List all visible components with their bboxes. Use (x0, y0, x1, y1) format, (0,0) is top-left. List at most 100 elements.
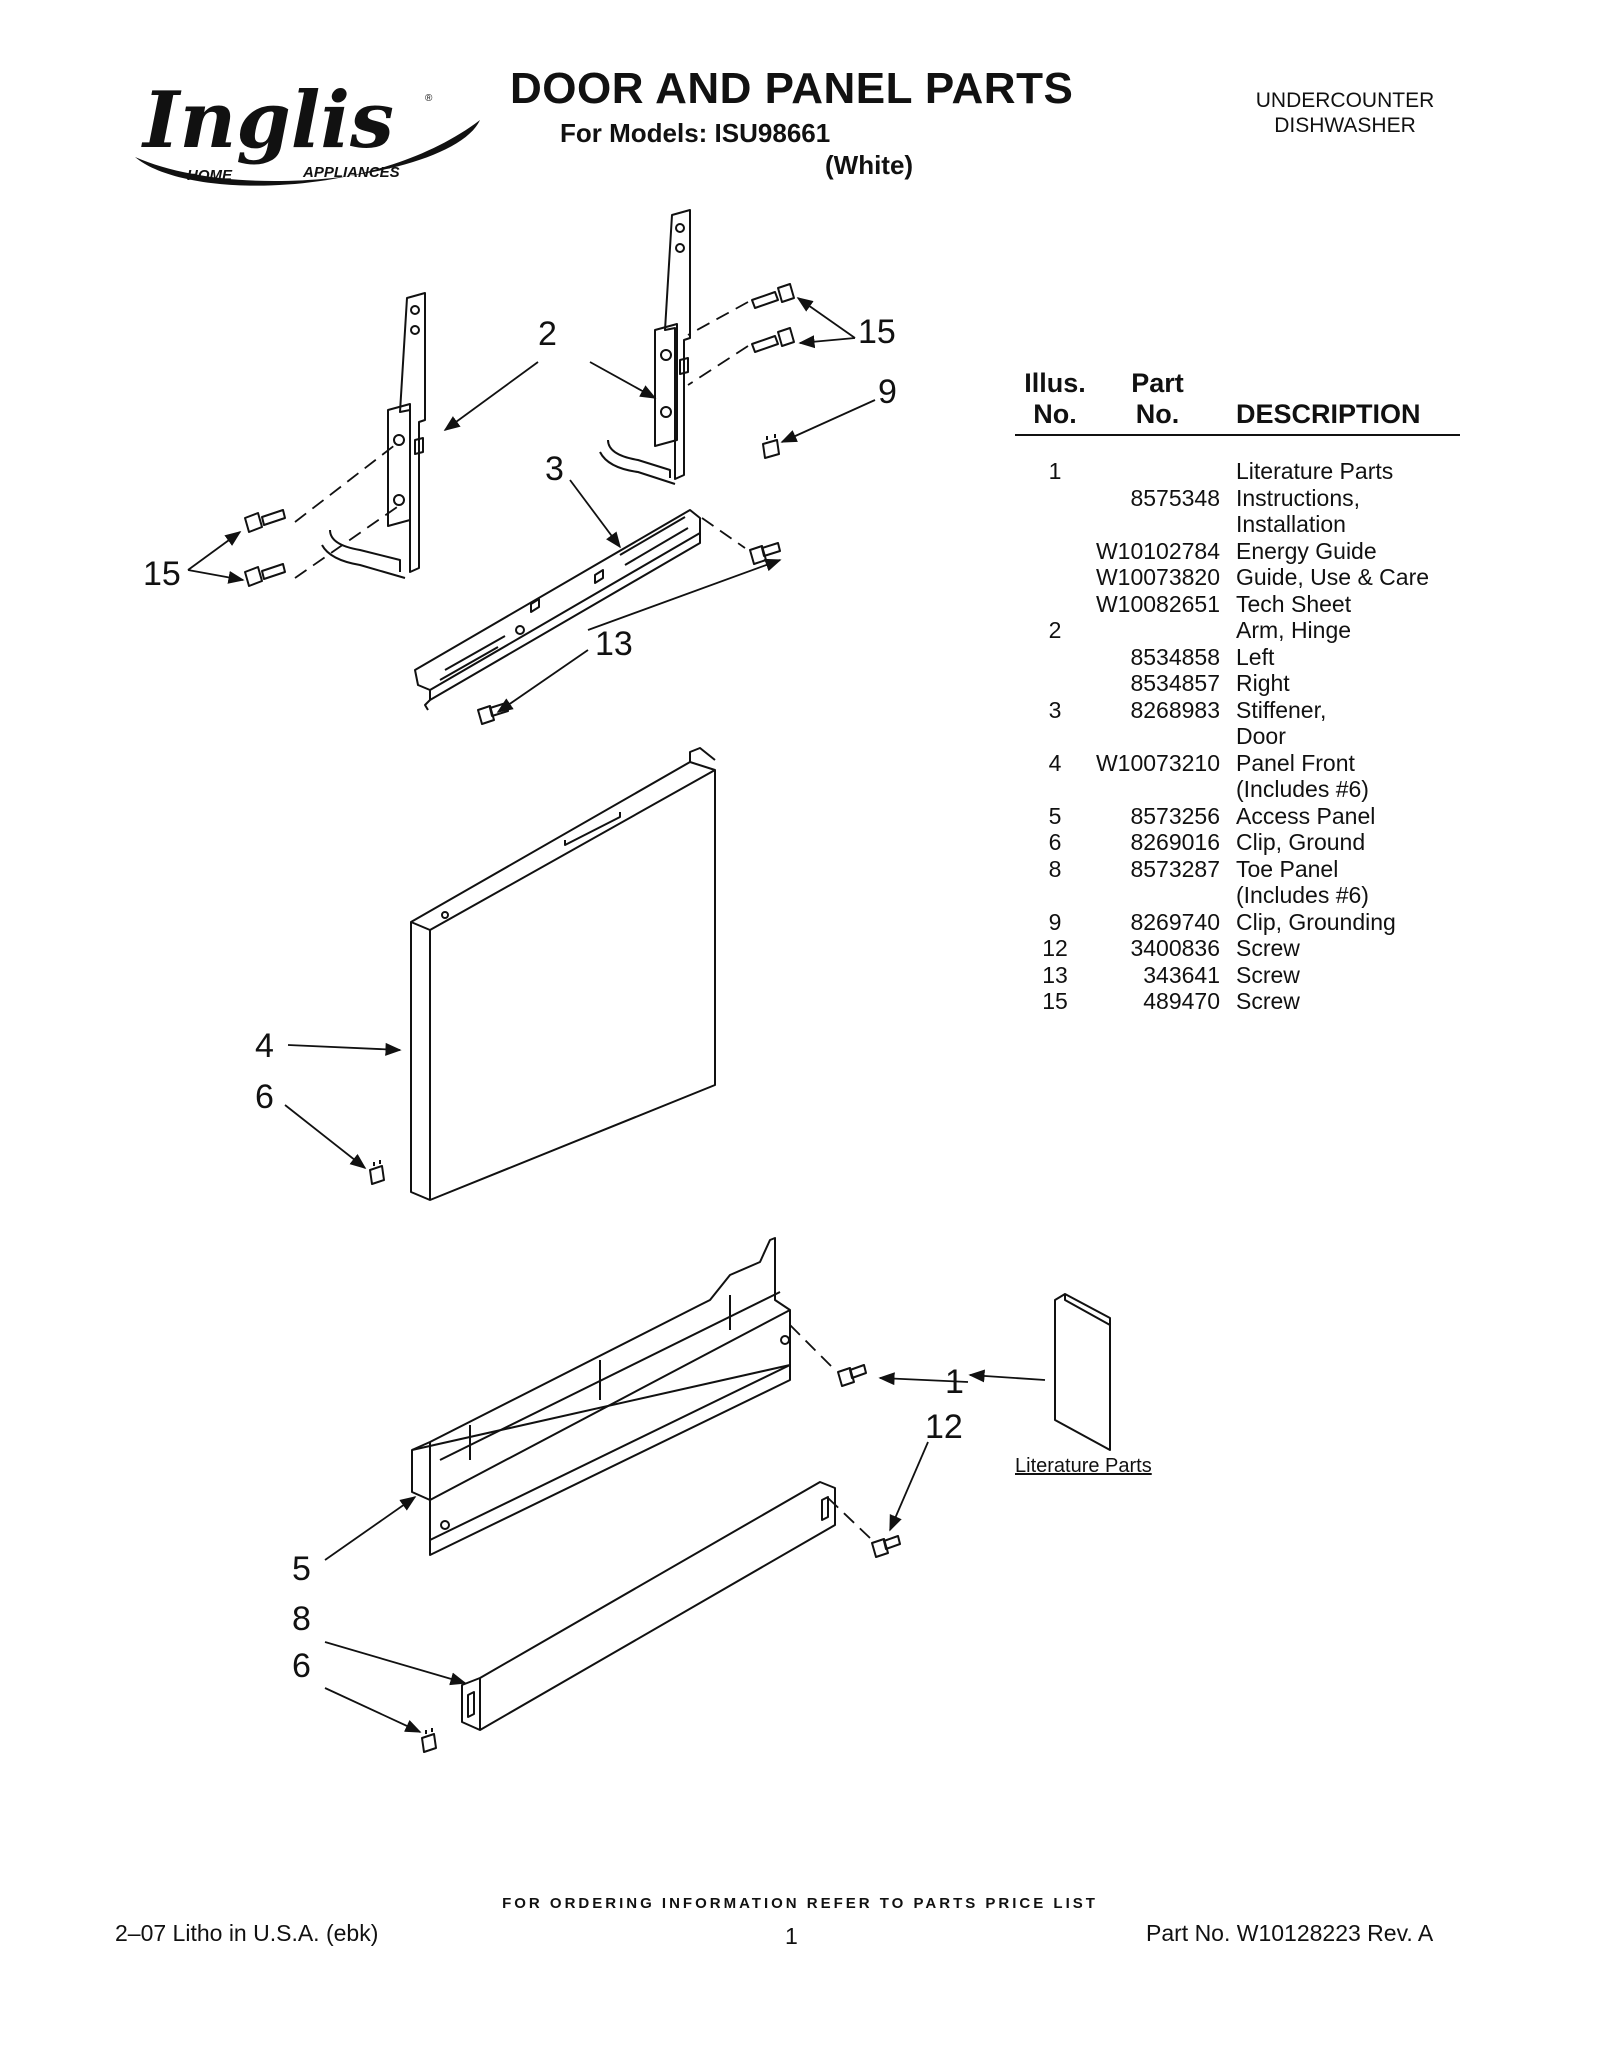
illus-no-cell (1015, 644, 1095, 671)
table-row: W10102784 Energy Guide (1015, 538, 1460, 565)
illus-no-cell: 3 (1048, 696, 1062, 723)
table-row: 2 Arm, Hinge (1015, 617, 1460, 644)
description-cell: Right (1236, 670, 1290, 696)
table-row: 8534857 Right (1015, 670, 1460, 697)
part-no-cell: 8534858 (1130, 643, 1220, 670)
part-no-cell: 8534857 (1130, 670, 1220, 696)
description-cell: (Includes #6) (1236, 776, 1369, 802)
logo-sub-home: HOME (187, 167, 233, 184)
illus-no-cell (1015, 591, 1095, 618)
illus-no-cell: 5 (1048, 802, 1062, 829)
illus-no-cell: 6 (1048, 829, 1062, 855)
description-cell: Energy Guide (1236, 537, 1377, 564)
part-no-cell: W10102784 (1095, 537, 1220, 564)
screw-13-left (477, 702, 509, 725)
table-row: Installation (1015, 511, 1460, 538)
part-no-cell: 8573256 (1130, 802, 1220, 829)
part-no-cell: 8573287 (1130, 855, 1220, 882)
ground-clip-6-lower (421, 1728, 437, 1753)
illus-no-cell: 15 (1042, 988, 1068, 1014)
header-illus-no: Illus. No. (1015, 368, 1095, 436)
part-no-cell (1095, 458, 1228, 485)
part-no-cell (1095, 776, 1228, 803)
callout-9: 9 (878, 373, 897, 411)
callout-2: 2 (538, 315, 557, 353)
description-cell: Left (1236, 643, 1275, 670)
access-panel (411, 1237, 791, 1556)
product-type: UNDERCOUNTER DISHWASHER (1240, 88, 1450, 138)
page-number: 1 (785, 1923, 798, 1949)
illus-no-cell: 9 (1048, 908, 1062, 935)
callout-6-upper: 6 (255, 1078, 274, 1116)
ordering-note: FOR ORDERING INFORMATION REFER TO PARTS … (502, 1895, 1098, 1912)
table-row: Door (1015, 723, 1460, 750)
callout-4: 4 (255, 1027, 274, 1065)
inglis-logo: Inglis ® HOME APPLIANCES (135, 75, 480, 186)
screw-12-upper (837, 1364, 867, 1387)
header-description: DESCRIPTION (1228, 368, 1460, 436)
description-cell: Stiffener, (1236, 696, 1327, 723)
logo-sub-appliances: APPLIANCES (302, 164, 400, 181)
grounding-clip-9 (762, 434, 780, 459)
description-cell: Screw (1236, 935, 1300, 961)
callout-15-left: 15 (143, 555, 181, 593)
table-row: (Includes #6) (1015, 776, 1460, 803)
description-cell: Screw (1236, 961, 1300, 988)
product-type-line2: DISHWASHER (1274, 114, 1416, 137)
literature-parts-label: Literature Parts (1015, 1455, 1152, 1477)
svg-text:®: ® (425, 93, 433, 104)
callout-1: 1 (945, 1363, 964, 1401)
description-cell: Panel Front (1236, 749, 1355, 776)
illus-no-cell: 4 (1048, 749, 1062, 776)
illus-no-cell: 1 (1048, 458, 1062, 484)
page-title: DOOR AND PANEL PARTS (510, 64, 1074, 113)
illus-no-cell (1015, 776, 1095, 803)
ground-clip-6-upper (369, 1160, 385, 1185)
part-no-cell (1095, 511, 1228, 538)
screw-15-left (244, 509, 286, 587)
description-cell: Screw (1236, 988, 1300, 1014)
table-row: 4 W10073210 Panel Front (1015, 750, 1460, 777)
part-no-cell: 8269740 (1130, 908, 1220, 935)
logo-brand: Inglis (141, 75, 394, 166)
part-no-cell: 8268983 (1130, 696, 1220, 723)
description-cell: Clip, Ground (1236, 829, 1366, 855)
callout-13: 13 (595, 625, 633, 663)
illus-no-cell: 13 (1042, 961, 1068, 988)
illus-no-cell (1015, 485, 1095, 512)
illus-no-cell (1015, 670, 1095, 697)
models-line: For Models: ISU98661 (560, 118, 831, 148)
assembly-lines (294, 301, 871, 1539)
table-row: 3 8268983 Stiffener, (1015, 697, 1460, 724)
screw-15-upper (751, 283, 795, 353)
callout-3: 3 (545, 450, 564, 488)
door-stiffener (414, 509, 701, 711)
description-cell: Door (1236, 723, 1286, 749)
part-no-cell: W10073210 (1095, 749, 1220, 776)
callout-5: 5 (292, 1550, 311, 1588)
part-no-cell (1095, 723, 1228, 750)
part-no-cell: W10082651 (1095, 590, 1220, 617)
illus-no-cell (1015, 882, 1095, 909)
panel-front (410, 747, 716, 1201)
description-cell: Arm, Hinge (1236, 617, 1352, 643)
header-part-no: Part No. (1095, 368, 1228, 436)
description-cell: Instructions, (1236, 484, 1360, 511)
parts-table-header: Illus. No. Part No. DESCRIPTION (1015, 368, 1460, 436)
part-no-cell (1095, 882, 1228, 909)
callout-12: 12 (925, 1408, 963, 1446)
part-no-cell: 8269016 (1130, 829, 1220, 855)
hinge-arm-right (599, 209, 691, 485)
illus-no-cell (1015, 723, 1095, 750)
illus-no-cell: 8 (1048, 855, 1062, 882)
illus-no-cell: 2 (1048, 617, 1062, 643)
toe-panel (461, 1481, 836, 1731)
description-cell: Toe Panel (1236, 855, 1339, 882)
callout-15-right: 15 (858, 313, 896, 351)
